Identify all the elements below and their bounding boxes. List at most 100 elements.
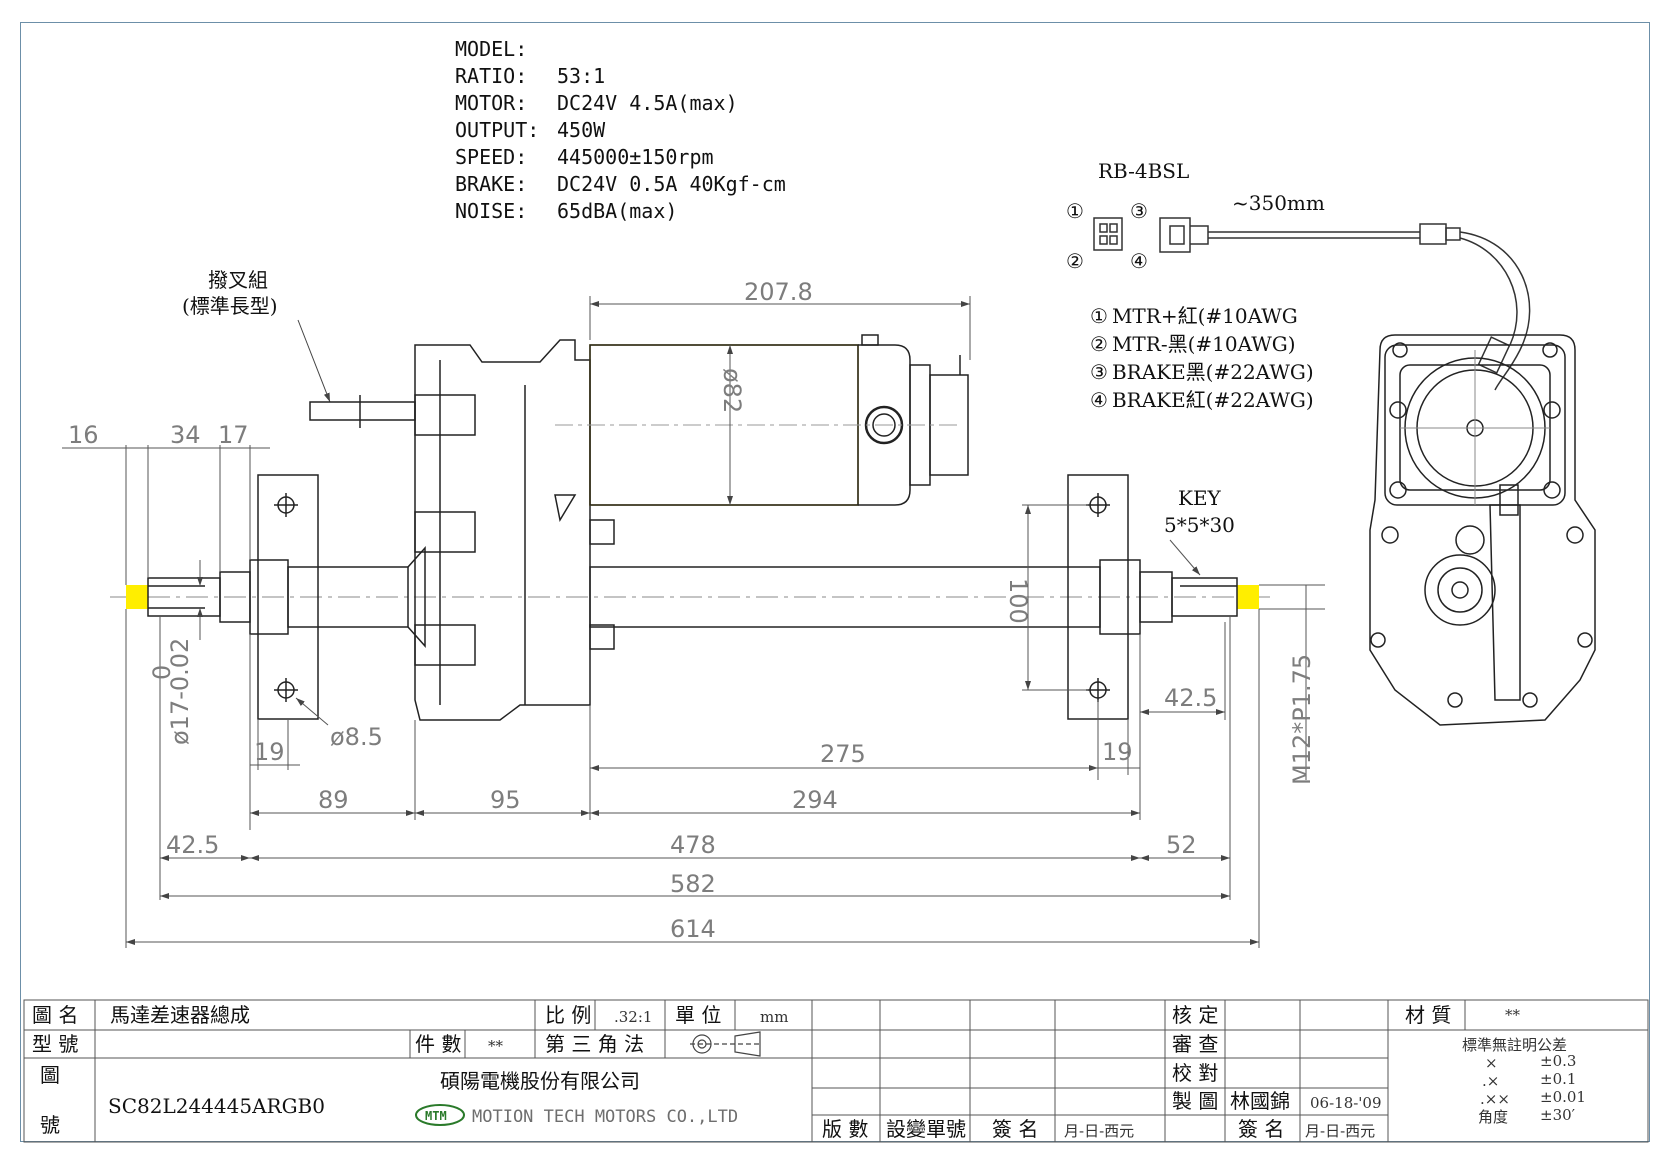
tb-drawn-by: 林國錦 [1230,1089,1290,1113]
tb-type-label: 型 號 [32,1032,78,1056]
key-note-line2: 5*5*30 [1164,513,1235,537]
dim-42-5-right: 42.5 [1164,684,1217,712]
spec-value-brake: DC24V 0.5A 40Kgf-cm [557,172,786,196]
tb-tol-val-3: ±30′ [1540,1106,1576,1124]
tb-unit-label: 單 位 [675,1003,721,1027]
dim-d17-tolerance-top: 0 [148,665,176,680]
dim-42-5-left: 42.5 [166,831,219,859]
spec-label-noise: NOISE: [455,199,527,223]
spec-label-output: OUTPUT: [455,118,539,142]
pin-1-marker: ① [1066,199,1084,223]
tb-sign-label: 簽 名 [992,1117,1038,1141]
tb-date-label-2: 月-日-西元 [1305,1122,1375,1140]
spec-label-ratio: RATIO: [455,64,527,88]
dim-d8-5: ø8.5 [330,723,383,751]
third-angle-projection-icon [690,1031,761,1057]
dim-d17-tolerance: ø17-0.02 [166,638,194,745]
connector-name: RB-4BSL [1098,159,1189,183]
axle-assembly [110,334,1270,721]
dim-17: 17 [218,421,249,449]
fork-note: 撥叉組 (標準長型) [182,268,331,403]
dim-95: 95 [490,786,521,814]
tb-approve-label: 核 定 [1172,1003,1218,1027]
spec-value-speed: 445000±150rpm [557,145,714,169]
tb-sign-label-2: 簽 名 [1238,1117,1284,1141]
left-shaft-end [126,585,148,609]
spec-label-motor: MOTOR: [455,91,527,115]
spec-value-output: 450W [557,118,606,142]
dimension-labels: 207.8 ø82 16 34 17 ø17-0.02 0 ø8.5 19 19… [68,278,1316,943]
tb-company-en: MOTION TECH MOTORS CO.,LTD [472,1107,738,1127]
tb-drawn-label: 製 圖 [1172,1089,1218,1113]
tb-tol-val-0: ±0.3 [1540,1052,1576,1070]
tb-projection-label: 第 三 角 法 [545,1032,644,1056]
company-logo-icon [415,1104,465,1126]
dim-100: 100 [1004,578,1032,624]
tb-drawing-no-label1: 圖 [40,1063,60,1087]
dim-89: 89 [318,786,349,814]
tb-name-label: 圖 名 [32,1003,78,1027]
tb-scale-label: 比 例 [545,1003,591,1027]
tb-date-label: 月-日-西元 [1064,1122,1134,1140]
tb-drawn-date: 06-18-'09 [1310,1094,1382,1112]
gearbox-side-view [1369,334,1596,726]
dim-d82: ø82 [718,368,746,413]
dim-16: 16 [68,421,99,449]
key-note-line1: KEY [1178,486,1222,510]
fork-note-line1: 撥叉組 [208,268,268,292]
dim-478: 478 [670,831,716,859]
tb-check-label: 校 對 [1172,1061,1218,1085]
dim-19-left: 19 [254,738,285,766]
dim-thread-m12: M12*P1.75 [1288,654,1316,785]
spec-value-ratio: 53:1 [557,64,605,88]
spec-block: MODEL: RATIO: 53:1 MOTOR: DC24V 4.5A(max… [455,37,786,223]
tb-tol-key-2: .×× [1480,1090,1510,1108]
connector-plug-icon [1093,217,1531,391]
tb-unit-value: mm [760,1008,788,1026]
tb-drawing-no-label2: 號 [40,1113,60,1137]
tb-qty-label: 件 數 [415,1032,461,1056]
dim-207-8: 207.8 [744,278,813,306]
fork-note-line2: (標準長型) [182,294,278,318]
tb-tol-key-0: × [1485,1054,1498,1072]
pin-2-marker: ② [1066,249,1084,273]
tb-version-label: 版 數 [822,1117,868,1141]
tb-tol-val-1: ±0.1 [1540,1070,1576,1088]
tb-company-cn: 碩陽電機股份有限公司 [440,1069,640,1093]
tb-material-label: 材 質 [1405,1003,1451,1027]
right-shaft-end [1237,585,1259,609]
spec-value-noise: 65dBA(max) [557,199,677,223]
tb-tol-key-3: 角度 [1478,1108,1508,1126]
tb-review-label: 審 查 [1172,1032,1218,1056]
tb-tol-key-1: .× [1482,1072,1499,1090]
pin-4-marker: ④ [1130,249,1148,273]
dim-52: 52 [1166,831,1197,859]
dimension-lines [62,296,1325,948]
spec-label-speed: SPEED: [455,145,527,169]
dim-34: 34 [170,421,201,449]
dim-582: 582 [670,870,716,898]
tb-qty-value: ** [488,1037,504,1055]
tb-tol-val-2: ±0.01 [1540,1088,1586,1106]
cable-length-label: ~350mm [1232,191,1325,215]
dim-275: 275 [820,740,866,768]
spec-value-motor: DC24V 4.5A(max) [557,91,738,115]
tb-material-value: ** [1505,1006,1521,1024]
spec-label-brake: BRAKE: [455,172,527,196]
title-block: 圖 名 馬達差速器總成 比 例 .32:1 單 位 mm 型 號 件 數 ** … [23,999,1649,1143]
tb-drawing-no: SC82L244445ARGB0 [108,1094,325,1118]
tb-scale-value: .32:1 [614,1008,652,1026]
dim-19-right: 19 [1102,738,1133,766]
pin-3-marker: ③ [1130,199,1148,223]
dim-294: 294 [792,786,838,814]
tb-company-logo: MTM [425,1109,447,1123]
tb-tolerance-title: 標準無註明公差 [1462,1036,1567,1054]
tb-change-label: 設變單號 [886,1117,966,1141]
tb-name-value: 馬達差速器總成 [110,1003,250,1027]
